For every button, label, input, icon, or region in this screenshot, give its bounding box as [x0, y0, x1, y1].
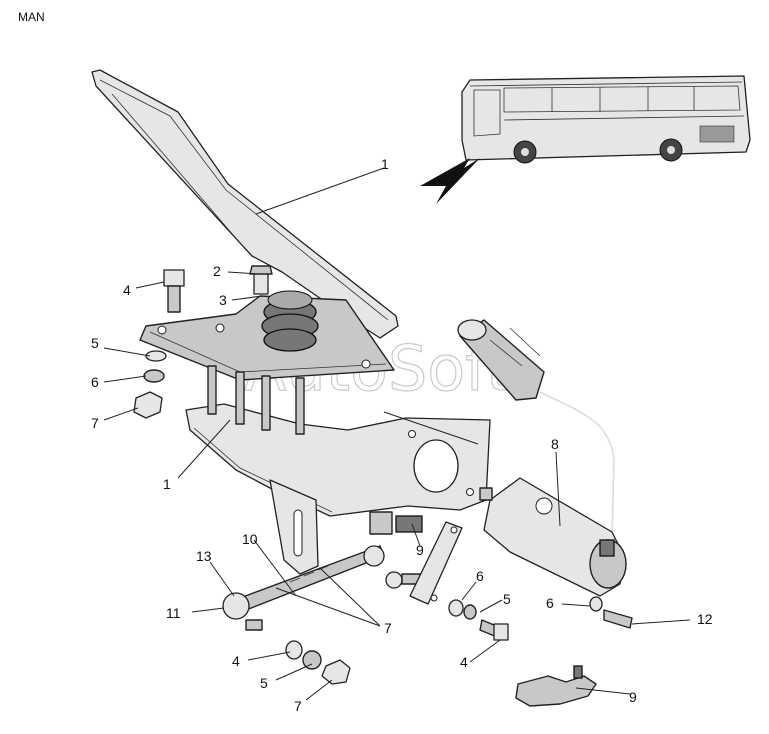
callout-3: 3 [219, 292, 227, 308]
callout-5-center: 5 [503, 591, 511, 607]
electrical-connector [457, 319, 615, 541]
callout-1-pedal: 1 [381, 156, 389, 172]
bus-inset [461, 75, 751, 164]
callout-6-right: 6 [546, 595, 554, 611]
sensor-bolt [589, 596, 633, 629]
callout-4-center: 4 [460, 654, 468, 670]
bracket-clip [369, 511, 423, 535]
flat-link [409, 521, 463, 605]
accelerator-pedal [91, 69, 399, 339]
callout-1-bracket: 1 [163, 476, 171, 492]
bottom-fasteners [285, 640, 351, 685]
pedal-spring [249, 265, 319, 352]
callout-10: 10 [242, 531, 258, 547]
callout-7-bottom: 7 [294, 698, 302, 714]
direction-arrow [420, 158, 480, 204]
callout-5-bottom: 5 [260, 675, 268, 691]
linkage-rod [222, 545, 385, 631]
slotted-arm [269, 479, 319, 575]
callout-7-left: 7 [91, 415, 99, 431]
brand-label: MAN [18, 10, 45, 24]
callout-4-top: 4 [123, 282, 131, 298]
callout-9-top: 9 [416, 542, 424, 558]
center-fasteners [448, 599, 509, 641]
leader-lines [103, 167, 691, 701]
pressure-switch [515, 665, 597, 707]
callout-11: 11 [166, 605, 181, 621]
pedal-sensor [479, 477, 627, 597]
callout-12: 12 [697, 611, 713, 627]
callout-4-bottom: 4 [232, 653, 240, 669]
callout-5-left: 5 [91, 335, 99, 351]
callout-6-center: 6 [476, 568, 484, 584]
callout-6-left: 6 [91, 374, 99, 390]
callout-2: 2 [213, 263, 221, 279]
pedal-bracket [185, 403, 491, 517]
callout-9-bottom: 9 [629, 689, 637, 705]
mounting-studs [207, 365, 305, 435]
callout-7-center: 7 [384, 620, 392, 636]
callout-8: 8 [551, 436, 559, 452]
left-fasteners [133, 269, 185, 419]
callout-13: 13 [196, 548, 212, 564]
